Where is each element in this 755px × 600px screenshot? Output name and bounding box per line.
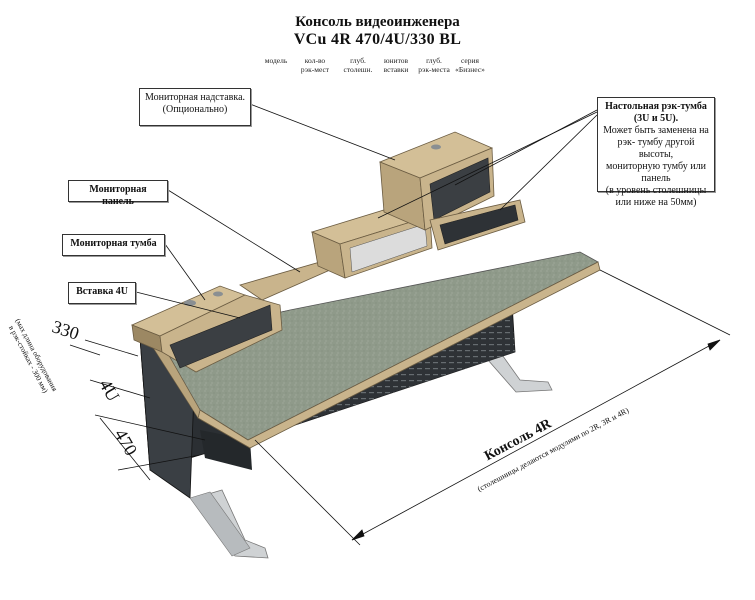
callout-rack-body-2: рэк- тумбу другой высоты, [617, 137, 695, 160]
leader-lines [135, 103, 598, 319]
monitor-panel-shape [239, 261, 331, 301]
code-label-insert-units: юнитов вставки [383, 56, 409, 74]
callout-insert: Вставка 4U [68, 282, 136, 304]
callout-monitor-addon: Мониторная надставка. (Опционально) [139, 88, 251, 126]
callout-rack-body-1: Может быть заменена на [603, 125, 709, 136]
code-label-top-depth: глуб. столешн. [343, 56, 373, 74]
callout-rack-body-4: (в уровень столешницы [605, 185, 707, 196]
dimension-lines [69, 269, 731, 546]
code-label-series: серия «Бизнес» [455, 56, 485, 74]
code-label-model: модель [264, 56, 288, 65]
rack-tower-shape [378, 131, 526, 251]
callout-monitor-addon-title: Мониторная надставка. [144, 92, 246, 103]
callout-monitor-stand: Мониторная тумба [62, 234, 165, 256]
callout-monitor-panel: Мониторная панель [68, 180, 168, 207]
callout-monitor-addon-sub: (Опционально) [162, 104, 228, 115]
monitor-stand-shape [130, 285, 283, 373]
callout-rack-title2: (3U и 5U). [633, 113, 679, 124]
leg-front-left [189, 489, 269, 559]
callout-rack-body-3: мониторную тумбу или панель [606, 161, 706, 184]
header-title: Консоль видеоинженера [295, 14, 460, 30]
code-label-rack-count: кол-во рэк-мест [300, 56, 330, 74]
callout-rack-title: Настольная рэк-тумба [605, 101, 707, 112]
code-label-rack-depth: глуб. рэк-места [418, 56, 450, 74]
model-code: VCu 4R 470/4U/330 BL [293, 31, 462, 48]
callout-rack-tower: Настольная рэк-тумба (3U и 5U). Может бы… [597, 97, 715, 208]
callout-rack-body-5: или ниже на 50мм) [615, 197, 697, 208]
